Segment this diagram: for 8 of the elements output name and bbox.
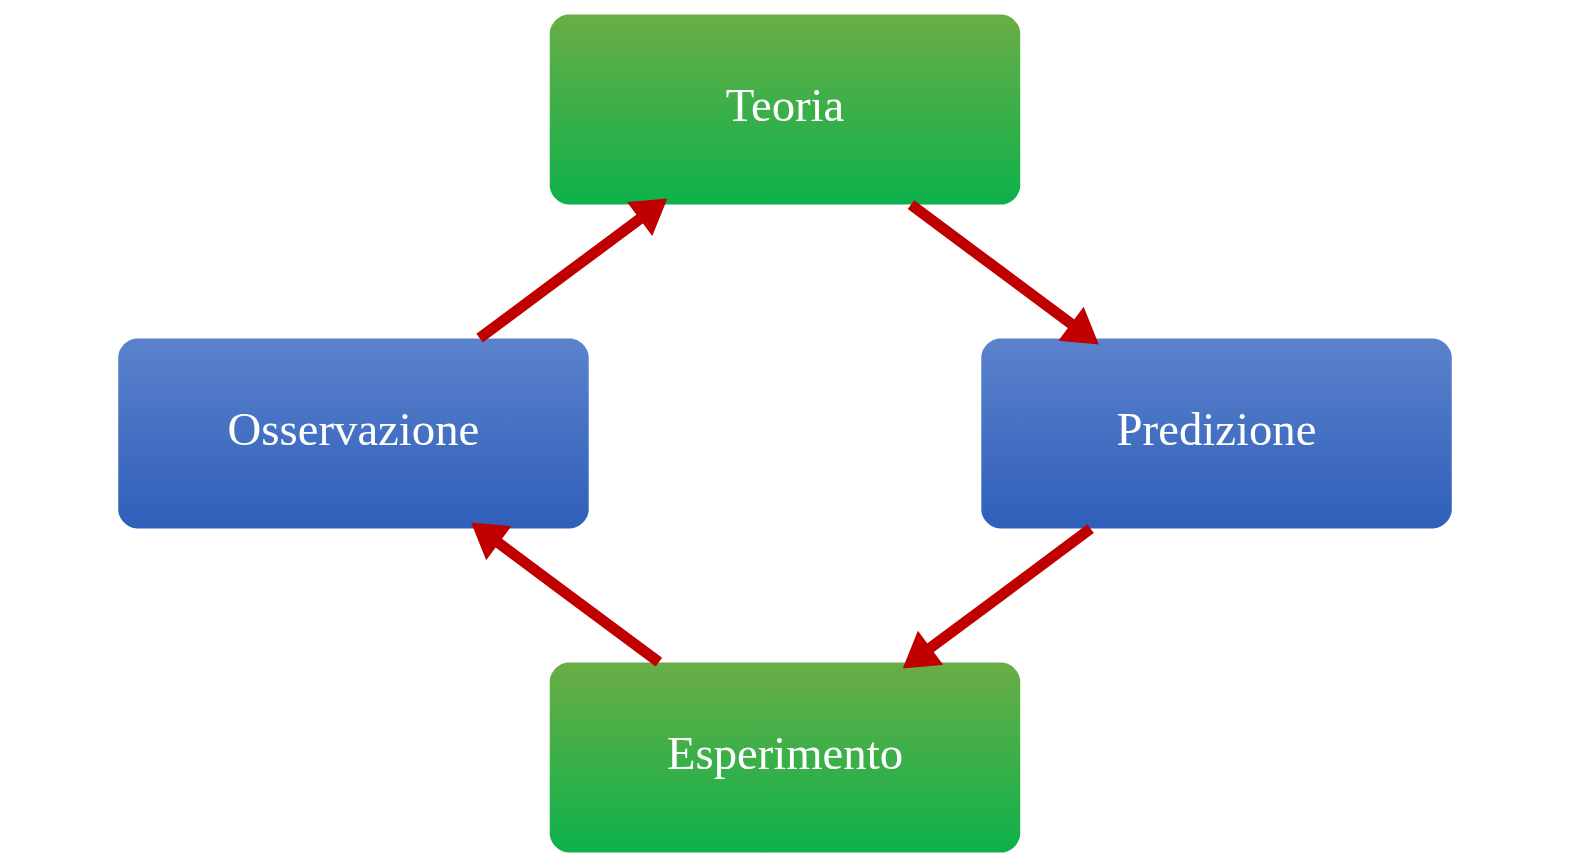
arrow (471, 522, 663, 667)
arrow (476, 198, 668, 343)
node-box: Predizione (981, 338, 1452, 529)
node-box: Teoria (549, 14, 1021, 205)
node-box: Esperimento (549, 662, 1021, 853)
arrow (902, 524, 1094, 669)
node-box: Osservazione (118, 338, 589, 529)
arrow (907, 200, 1099, 345)
